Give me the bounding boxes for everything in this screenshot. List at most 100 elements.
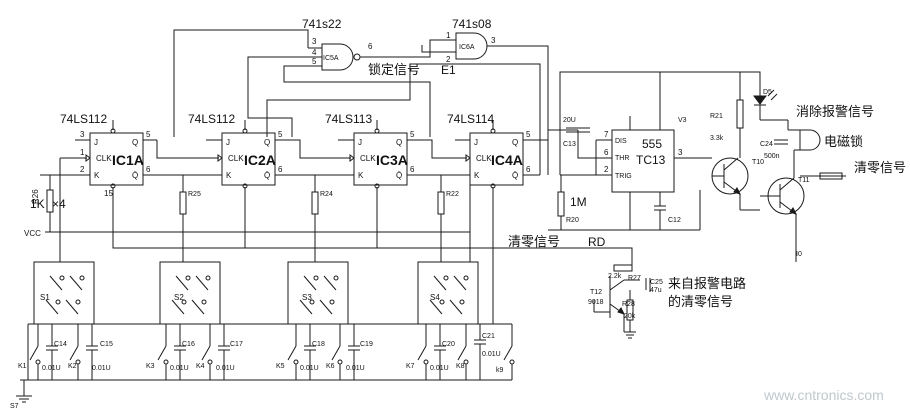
electromagnetic-lock-label: 电磁锁 — [824, 134, 863, 149]
pin-label: Q — [264, 138, 270, 147]
pin-number: 3 — [312, 37, 317, 46]
pin-label: CLK — [228, 154, 244, 163]
cap-value: 0.01U — [300, 365, 319, 372]
ic3a-part-label: 74LS113 — [325, 112, 372, 126]
pin-number: 5 — [146, 130, 151, 139]
from-alarm-label-1: 来自报警电路 — [668, 276, 746, 291]
cap-value: 0.01U — [170, 365, 189, 372]
pin-label: CLK — [96, 154, 112, 163]
c24-value: 500n — [764, 153, 780, 160]
key-label: K1 — [18, 363, 27, 370]
pin-label: Q̄ — [396, 171, 402, 180]
key-label: K6 — [326, 363, 335, 370]
c13-value: 20U — [563, 117, 576, 124]
c13-label: C13 — [563, 141, 576, 148]
pin-number: 5 — [410, 130, 415, 139]
r27-label: R27 — [628, 275, 641, 282]
pin-label: Q — [132, 138, 138, 147]
flip-flop-ic1a: IC1A 74LS112 J CLK K Q Q̄ 5 6 1 3 2 15 — [60, 112, 157, 198]
pin-number: 4 — [312, 48, 317, 57]
cap-value: 0.01U — [42, 365, 61, 372]
switch-label: S2 — [174, 293, 184, 302]
r20-value: 1M — [570, 195, 587, 209]
pin-number: 3 — [491, 36, 496, 45]
flip-flop-ic2a: IC2A 74LS112 J CLK K Q Q̄ 5 6 — [188, 112, 290, 196]
pin-label: CLK — [476, 154, 492, 163]
pin-label: J — [94, 138, 98, 147]
nand-gate-ic5a: IC5A 741s22 3 4 5 6 — [302, 17, 373, 71]
pin-label: Q̄ — [512, 171, 518, 180]
ic6a-name: IC6A — [459, 44, 475, 51]
cap-label: C17 — [230, 341, 243, 348]
r26-value: 1K — [30, 197, 45, 211]
pin-number: 1 — [80, 148, 85, 157]
rd-label: RD — [588, 235, 606, 249]
cap-label: C15 — [100, 341, 113, 348]
vcc-label: VCC — [24, 229, 41, 238]
resistor-count-label: ×4 — [52, 197, 66, 211]
ic4a-name: IC4A — [491, 152, 523, 168]
ic1a-name: IC1A — [112, 152, 144, 168]
pin-number: 15 — [104, 189, 113, 198]
ic1a-part-label: 74LS112 — [60, 112, 107, 126]
cap-label: C14 — [54, 341, 67, 348]
from-alarm-label-2: 的清零信号 — [668, 294, 733, 309]
e1-label: E1 — [441, 63, 456, 77]
power-rails: VCC 清零信号 RD — [24, 196, 633, 262]
t11-label: T11 — [798, 177, 810, 184]
pin-number: 6 — [604, 148, 609, 157]
s7-label: S7 — [10, 403, 19, 410]
switch-bank-s2: S2 — [159, 261, 221, 325]
cap-label: C20 — [442, 341, 455, 348]
pin-number: 2 — [80, 165, 85, 174]
r28-value: 20k — [624, 313, 636, 320]
pin-number: 6 — [146, 165, 151, 174]
pin-label: K — [474, 171, 480, 180]
r24-label: R24 — [320, 191, 333, 198]
pin-label: J — [474, 138, 478, 147]
v3-label: V3 — [678, 117, 687, 124]
key-label: K3 — [146, 363, 155, 370]
ic4a-part-label: 74LS114 — [447, 112, 494, 126]
flip-flop-ic4a: IC4A 74LS114 J CLK K Q Q̄ 5 6 — [447, 112, 548, 196]
pin-number: 5 — [526, 130, 531, 139]
reset-transistor-t12: 2.2k R27 T12 9018 C25 47u R28 20k — [588, 262, 663, 339]
key-label: K5 — [276, 363, 285, 370]
r20-label: R20 — [566, 217, 579, 224]
switch-label: S4 — [430, 293, 440, 302]
pin-label: J — [358, 138, 362, 147]
pin-number: 5 — [278, 130, 283, 139]
gate-wiring — [173, 29, 549, 175]
pin-label: Q̄ — [264, 171, 270, 180]
cap-label: C19 — [360, 341, 373, 348]
watermark: www.cntronics.com — [763, 387, 884, 403]
clear-right-label: 清零信号 — [854, 160, 906, 175]
r22-label: R22 — [446, 191, 459, 198]
ic6a-part-label: 741s08 — [452, 17, 492, 31]
c12-label: C12 — [668, 217, 681, 224]
pin-label: Q — [512, 138, 518, 147]
pin-label: DIS — [615, 138, 627, 145]
c24-label: C24 — [760, 141, 773, 148]
switch-wiring — [27, 175, 512, 380]
pin-label: K — [94, 171, 100, 180]
cap-label: C18 — [312, 341, 325, 348]
pin-label: CLK — [360, 154, 376, 163]
pin-number: 3 — [80, 130, 85, 139]
pin-number: 6 — [278, 165, 283, 174]
timer-wiring: 20U C13 1M R20 C12 — [548, 71, 761, 231]
cap-label: C21 — [482, 333, 495, 340]
r27-value: 2.2k — [608, 273, 622, 280]
cap-value: 0.01U — [92, 365, 111, 372]
pin-label: Q̄ — [132, 171, 138, 180]
cap-value: 0.01U — [346, 365, 365, 372]
pin-label: Q — [396, 138, 402, 147]
r26-label: R26 — [31, 189, 40, 204]
timer-555-tc13: 555 TC13 DIS THR TRIG 7 6 2 3 V3 — [596, 116, 700, 230]
pin-number: 6 — [368, 42, 373, 51]
ic3a-name: IC3A — [376, 152, 408, 168]
pin-label: K — [358, 171, 364, 180]
key-label: K8 — [456, 363, 465, 370]
c25-label: C25 — [650, 279, 663, 286]
